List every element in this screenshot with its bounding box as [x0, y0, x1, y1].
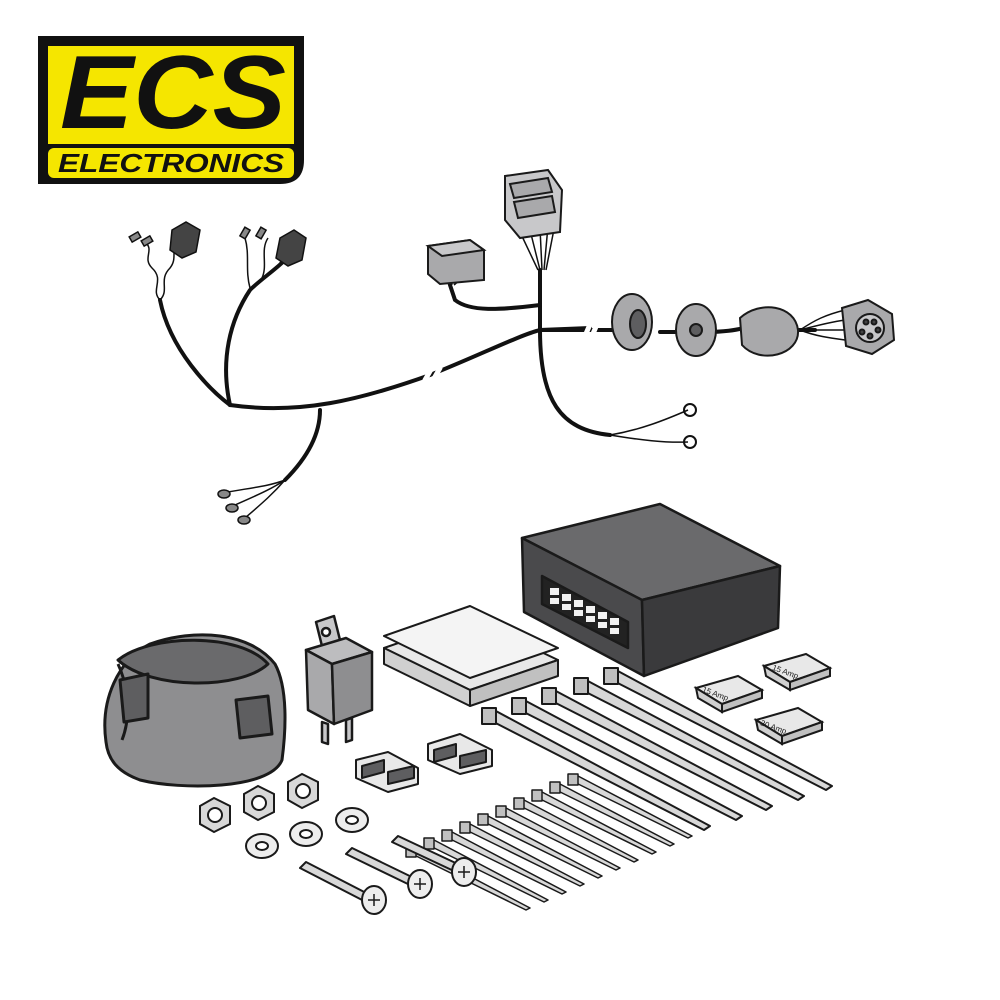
tow-socket-icon [103, 633, 287, 788]
spade-connector-icon [128, 221, 307, 267]
fuse-15a-bottom: 15 Amp. [693, 674, 765, 714]
grommet-icon [611, 293, 800, 357]
control-module-icon [520, 502, 782, 678]
nuts [199, 772, 319, 834]
harness-relay-icon [425, 238, 487, 286]
logo-brand: ECS [60, 35, 286, 151]
wire-bundles [144, 223, 846, 519]
ecs-logo: ECS ELECTRONICS [38, 35, 304, 184]
washer-icon [245, 833, 279, 859]
cable-tie-icon [549, 781, 675, 847]
cable-tie-icon [441, 829, 567, 895]
fuse-15a-top: 15 Amp. [761, 652, 833, 692]
cable-tie-icon [511, 697, 743, 821]
connector-plug-icon [355, 751, 419, 793]
cable-tie-icon [495, 805, 621, 871]
nut-icon [287, 772, 319, 810]
washers [245, 807, 369, 859]
bullet-terminal-icon [217, 489, 251, 525]
cable-tie-icon [477, 813, 603, 879]
nut-icon [243, 784, 275, 822]
bolt-icon [299, 861, 387, 915]
wiring-harness-icon [158, 258, 817, 482]
cable-tie-icon [573, 677, 805, 801]
fuse-20a: 20 Amp. [753, 706, 825, 746]
connector-plug-icon [427, 733, 493, 775]
bolts [299, 835, 477, 915]
bolt-icon [391, 835, 477, 887]
logo-tagline: ELECTRONICS [58, 148, 285, 178]
cable-tie-icon [423, 837, 549, 903]
cable-tie-icon [567, 773, 693, 839]
manual-icon [383, 605, 559, 707]
cable-tie-icon [531, 789, 657, 855]
cable-tie-icon [459, 821, 585, 887]
multi-pin-plug-icon [504, 168, 564, 240]
washer-icon [335, 807, 369, 833]
cable-tie-icon [481, 707, 711, 831]
cable-ties-long [481, 667, 833, 831]
cable-tie-icon [513, 797, 639, 863]
socket-plug-icon [840, 298, 896, 356]
ring-terminal-icon [683, 403, 697, 449]
relay-icon [304, 614, 374, 746]
nut-icon [199, 796, 231, 834]
washer-icon [289, 821, 323, 847]
cable-tie-icon [603, 667, 833, 791]
cable-tie-icon [541, 687, 773, 811]
bolt-icon [345, 847, 433, 899]
